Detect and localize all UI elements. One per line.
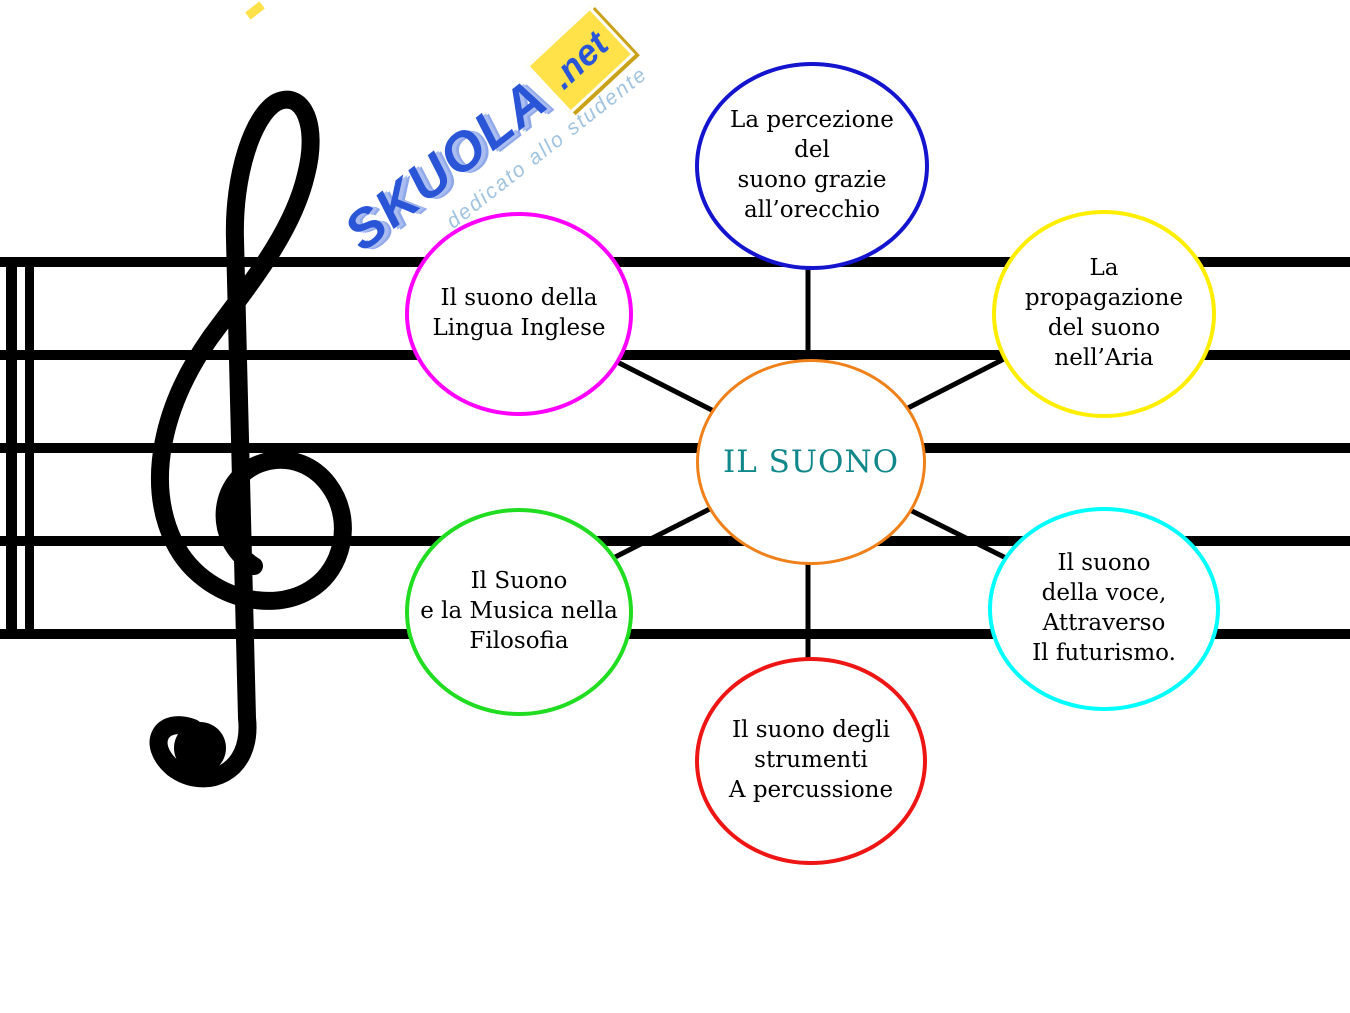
node-musica-filosofia: Il Suono e la Musica nella Filosofia (405, 508, 633, 716)
node-filosofia-label: Il Suono e la Musica nella Filosofia (420, 568, 618, 654)
node-percezione-label: La percezione del suono grazie all’orecc… (730, 107, 894, 223)
treble-clef-icon (149, 90, 352, 788)
node-propagazione-label: La propagazione del suono nell’Aria (1024, 255, 1184, 371)
node-strumenti-percussione: Il suono degli strumenti A percussione (695, 657, 927, 865)
node-percussione-label: Il suono degli strumenti A percussione (728, 717, 894, 803)
node-lingua-label: Il suono della Lingua Inglese (432, 285, 606, 341)
node-il-suono: IL SUONO (696, 359, 926, 565)
node-percezione-orecchio: La percezione del suono grazie all’orecc… (695, 62, 929, 270)
staff-lines (0, 257, 1350, 639)
node-il-suono-label: IL SUONO (722, 443, 899, 480)
node-voce-label: Il suono della voce, Attraverso Il futur… (1032, 550, 1176, 666)
node-lingua-inglese: Il suono della Lingua Inglese (405, 212, 633, 416)
node-voce-futurismo: Il suono della voce, Attraverso Il futur… (988, 507, 1220, 711)
node-propagazione-aria: La propagazione del suono nell’Aria (992, 210, 1216, 418)
